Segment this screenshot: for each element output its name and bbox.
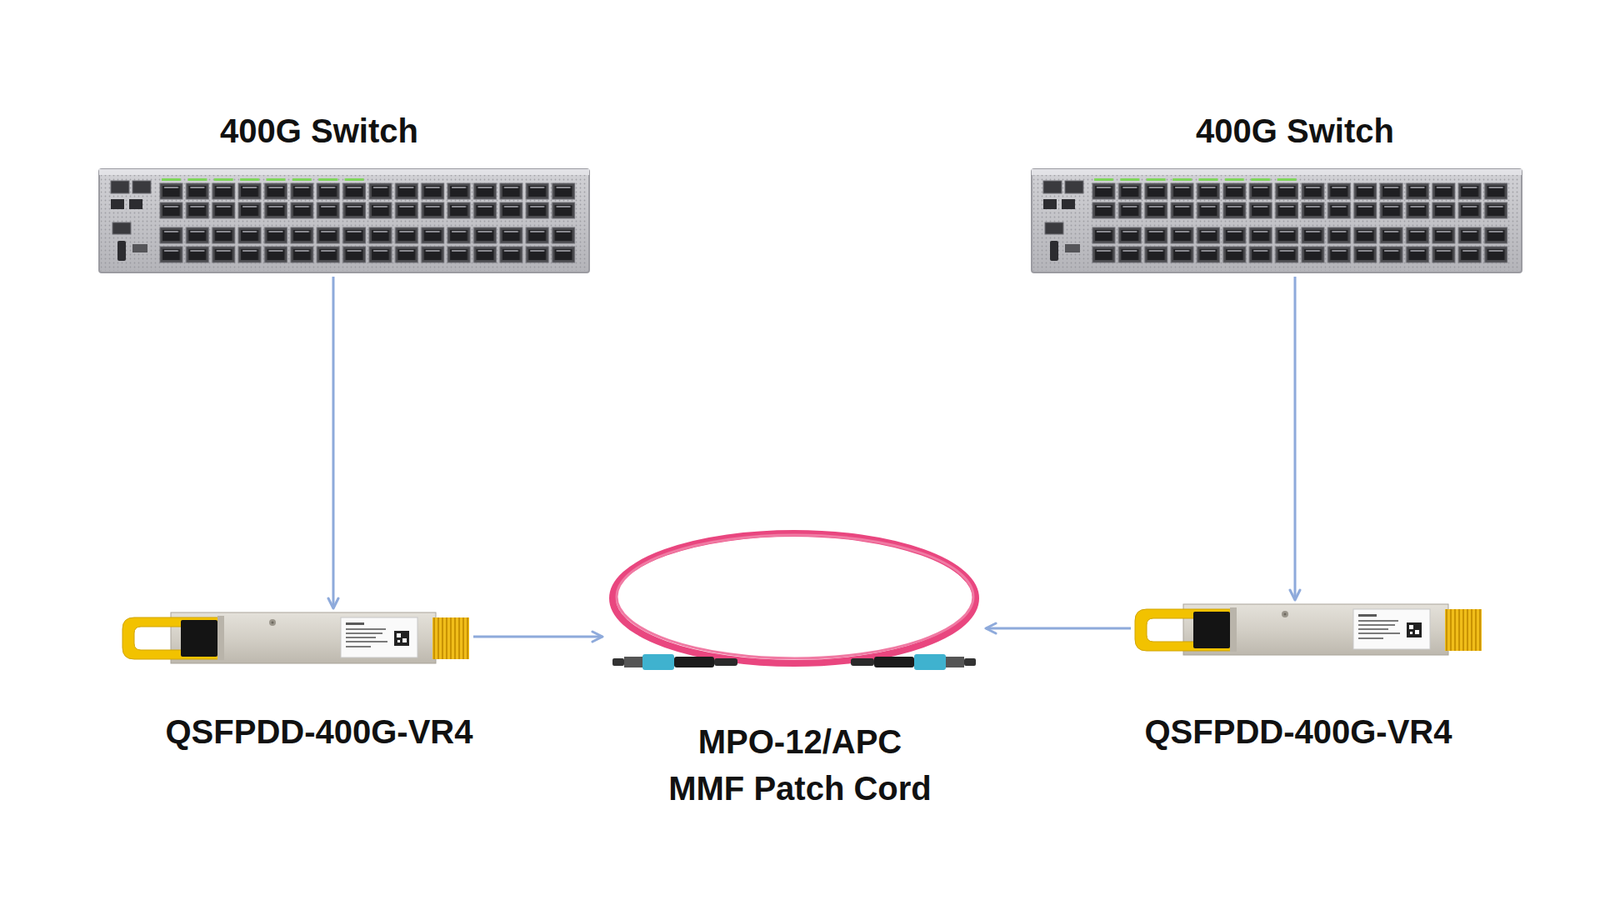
arrow-connector <box>473 635 603 639</box>
arrow-connector <box>1294 276 1297 600</box>
transceiver-illustration <box>122 612 470 664</box>
node-label: QSFPDD-400G-VR4 <box>165 710 474 753</box>
switch-illustration <box>1031 169 1522 273</box>
node-label: 400G Switch <box>1195 110 1395 152</box>
patch-cord-illustration <box>612 533 976 670</box>
node-label: MPO-12/APC MMF Patch Cord <box>662 718 938 812</box>
switch-illustration <box>99 169 590 273</box>
node-label: QSFPDD-400G-VR4 <box>1145 710 1453 753</box>
arrow-connector <box>332 276 335 609</box>
transceiver-module: QSFPDD-400G-VR4 <box>122 612 470 664</box>
transceiver-illustration <box>1135 604 1482 655</box>
node-label: 400G Switch <box>220 110 419 152</box>
arrow-connector <box>985 627 1131 630</box>
transceiver-module: QSFPDD-400G-VR4 <box>1135 604 1482 655</box>
patch-cord: MPO-12/APC MMF Patch Cord <box>606 528 982 672</box>
switch: 400G Switch <box>1031 169 1522 273</box>
switch: 400G Switch <box>99 169 590 273</box>
